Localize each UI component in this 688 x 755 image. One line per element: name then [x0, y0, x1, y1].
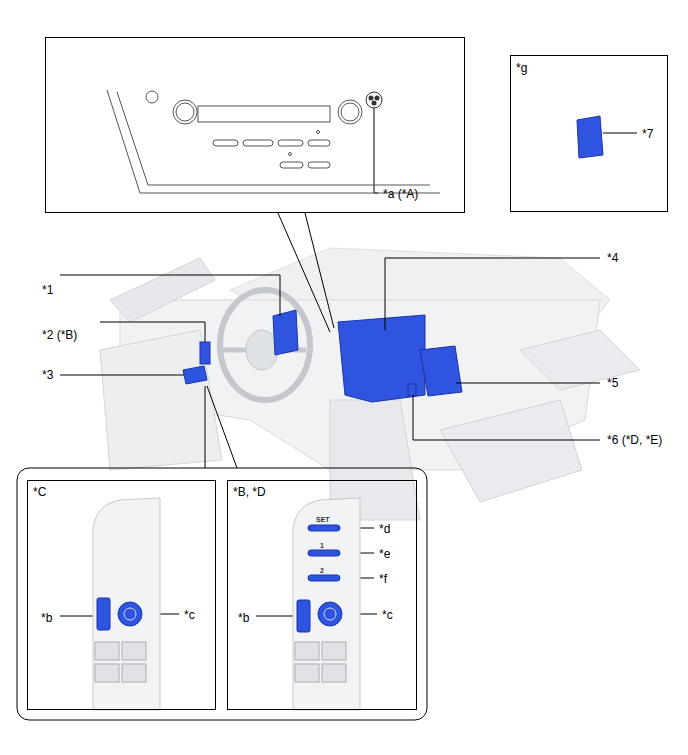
callout-label: *b: [238, 611, 249, 625]
inset-frame: [17, 468, 427, 720]
button-legend: 2: [320, 567, 324, 575]
callout-label: *e: [379, 547, 390, 561]
callout-label: *c: [184, 608, 195, 622]
callout-label: *c: [382, 608, 393, 622]
callout-label: *7: [642, 127, 653, 141]
callout-label: *B, *D: [233, 485, 266, 499]
inset-box: *a (*A): [45, 37, 465, 213]
inset-box: *g *7: [510, 55, 668, 212]
audio-panel: [107, 90, 440, 193]
callout-number: *5: [607, 376, 618, 390]
callout-number: *4: [607, 251, 618, 265]
callout-number: *6 (*D, *E): [607, 433, 662, 447]
callout-number: *3: [42, 368, 53, 382]
callout-label: *f: [379, 572, 387, 586]
callout-number: *2 (*B): [42, 328, 77, 342]
callout-label: *C: [33, 485, 46, 499]
inset-box: *C *b *c: [27, 480, 216, 710]
callout-label: *g: [516, 61, 527, 75]
callout-label: *d: [379, 522, 390, 536]
button-legend: 1: [320, 542, 324, 550]
callout-number: *1: [42, 283, 53, 297]
button-legend: SET: [316, 516, 330, 524]
callout-label: *a (*A): [383, 187, 418, 201]
callout-label: *b: [41, 611, 52, 625]
highlighted-parts: [183, 310, 462, 402]
inset-box: *B, *D SET *d 1 *e 2 *f *b *c: [227, 480, 417, 710]
